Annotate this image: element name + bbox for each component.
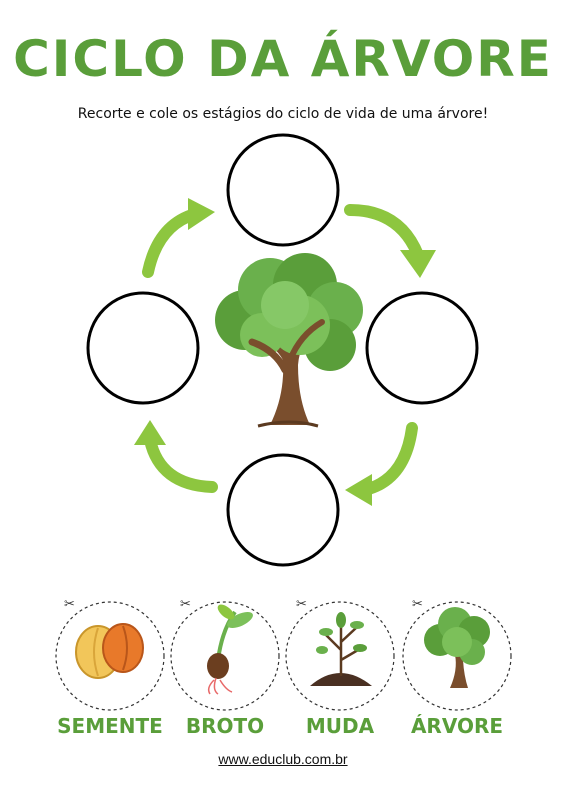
seedling-icon <box>310 612 372 686</box>
seed-icon <box>75 623 144 679</box>
stage-label-seedling: MUDA <box>305 714 375 738</box>
paste-circle-left[interactable] <box>86 291 200 405</box>
scissors-icon: ✂ <box>180 597 191 612</box>
cycle-arrow-top-left <box>142 198 215 278</box>
stage-label-seed: SEMENTE <box>57 714 163 738</box>
scissors-icon: ✂ <box>64 597 75 612</box>
cutout-tree[interactable]: ✂ <box>402 597 512 711</box>
cutout-seedling[interactable]: ✂ <box>285 597 395 711</box>
cycle-arrow-bottom-right <box>345 422 418 506</box>
paste-circle-top[interactable] <box>226 133 340 247</box>
paste-circle-right[interactable] <box>365 291 479 405</box>
cycle-arrow-top-right <box>344 204 436 278</box>
scissors-icon: ✂ <box>412 597 423 612</box>
stage-label-sprout: BROTO <box>185 714 265 738</box>
stage-label-tree: ÁRVORE <box>410 714 504 738</box>
page-title: CICLO DA ÁRVORE <box>13 30 553 88</box>
small-tree-icon <box>424 607 490 688</box>
cutout-sprout[interactable]: ✂ <box>170 597 280 711</box>
instructions: Recorte e cole os estágios do ciclo de v… <box>77 106 489 122</box>
scissors-icon: ✂ <box>296 597 307 612</box>
paste-circle-bottom[interactable] <box>226 453 340 567</box>
cutout-seed[interactable]: ✂ <box>55 597 165 711</box>
cycle-arrow-bottom-left <box>134 420 218 493</box>
tree-icon <box>215 253 363 428</box>
sprout-icon <box>207 604 253 695</box>
footer-link[interactable]: www.educlub.com.br <box>218 751 348 767</box>
